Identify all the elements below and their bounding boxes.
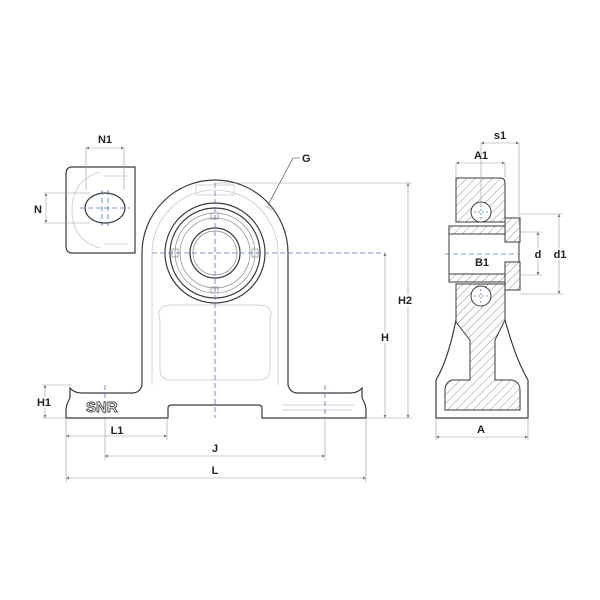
label-L1: L1	[111, 425, 124, 437]
label-d: d	[535, 249, 542, 261]
dimension-L: L	[66, 418, 367, 482]
label-H1: H1	[37, 397, 51, 409]
label-J: J	[212, 443, 218, 455]
label-H2: H2	[398, 295, 412, 307]
dimension-N1: N1	[85, 134, 125, 190]
dimension-d: d	[519, 231, 543, 276]
label-G: G	[302, 153, 311, 165]
snr-logo: SNR	[86, 399, 118, 416]
label-L: L	[212, 465, 219, 477]
dimension-J: J	[104, 418, 326, 460]
label-A1: A1	[474, 150, 488, 162]
dimension-s1: s1	[480, 130, 520, 225]
label-N1: N1	[98, 134, 112, 146]
label-A: A	[477, 424, 485, 436]
dimension-d1: d1	[520, 213, 568, 295]
dimension-N: N	[34, 192, 90, 224]
front-view-housing: SNR	[65, 179, 385, 419]
dimension-H: H	[379, 253, 391, 418]
label-N: N	[34, 204, 42, 216]
dimension-A: A	[435, 418, 529, 440]
grease-nipple-callout-G: G	[267, 153, 311, 206]
label-B1: B1	[475, 257, 489, 269]
label-s1: s1	[494, 130, 506, 142]
label-d1: d1	[554, 249, 567, 261]
top-detail-view	[65, 166, 136, 254]
label-H: H	[381, 332, 389, 344]
dimension-A1: A1	[455, 150, 506, 178]
dimension-H2: H2	[215, 182, 414, 419]
dimension-L1: L1	[65, 418, 168, 482]
side-section-view: B1	[435, 177, 529, 419]
dimension-H1: H1	[35, 384, 72, 419]
